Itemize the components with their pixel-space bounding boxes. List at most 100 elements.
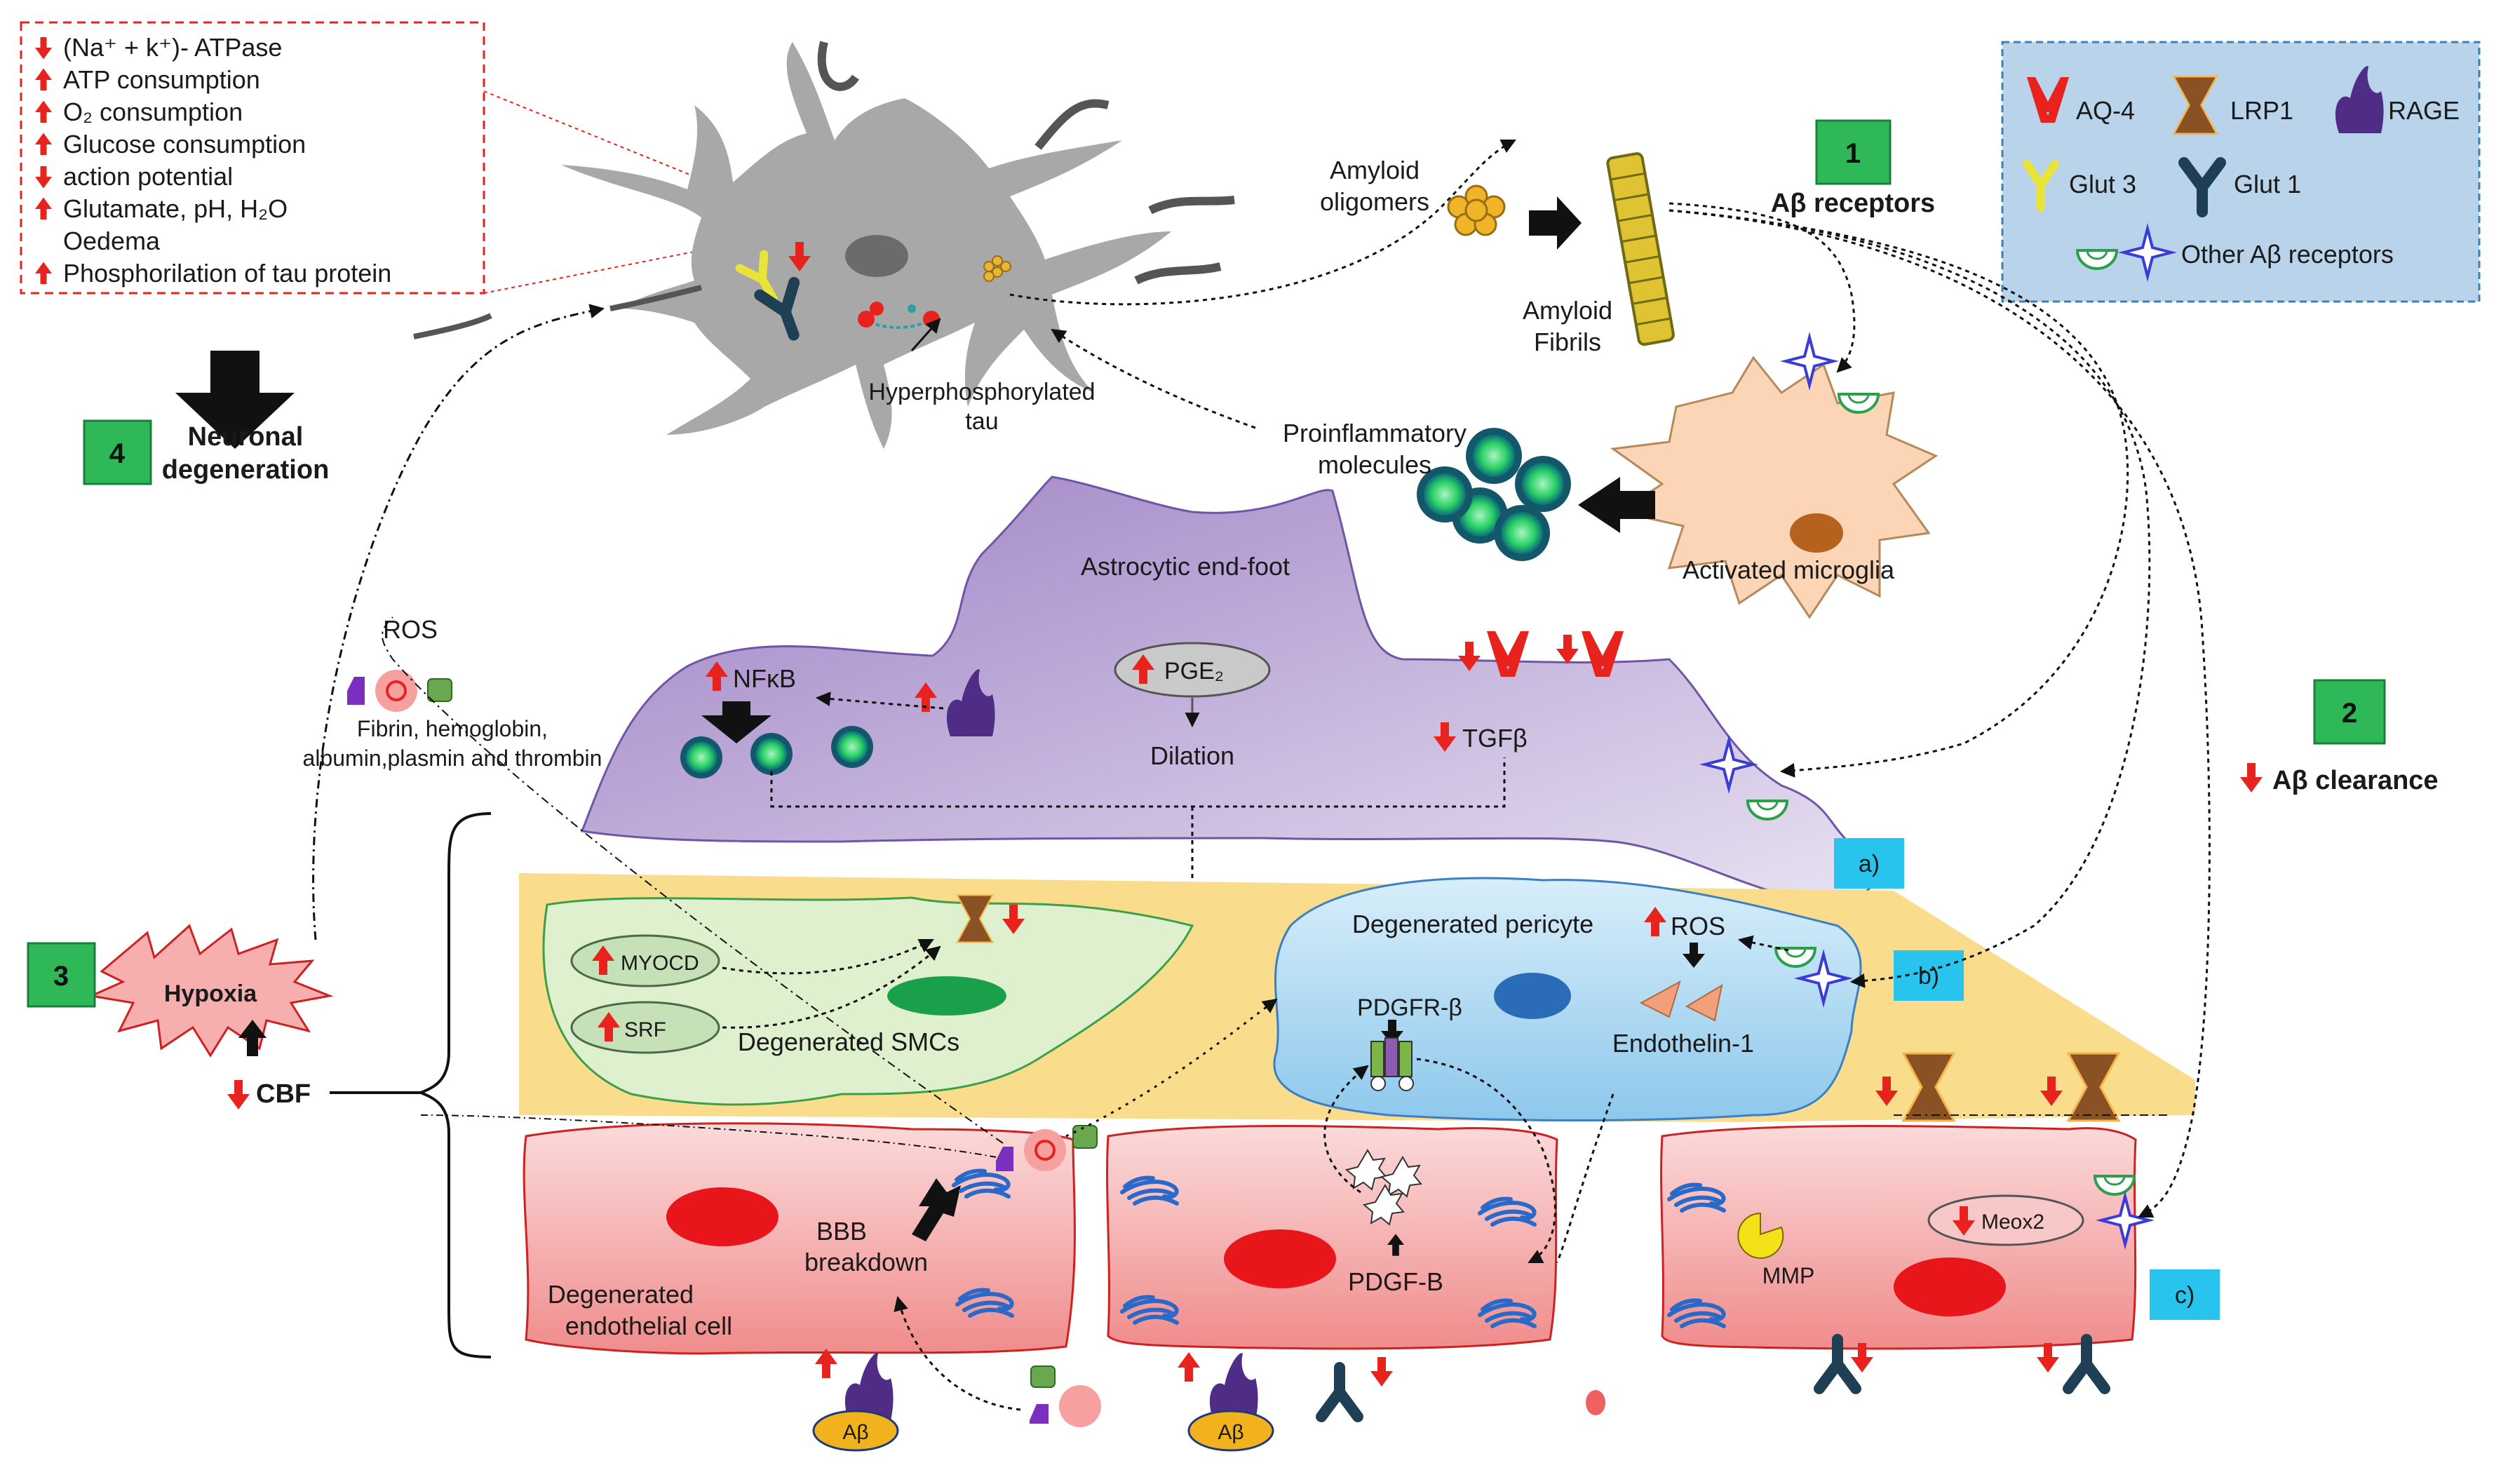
step-2: 2 Aβ clearance (2240, 679, 2439, 795)
step-4-label-line1: Neuronal (188, 422, 304, 452)
proteins-to-pericyte-path (1065, 998, 1278, 1138)
step-1-label: Aβ receptors (1771, 189, 1935, 218)
legend-glut1-label: Glut 1 (2234, 170, 2301, 198)
fibril-to-endfoot-path (1669, 209, 2129, 778)
deg-endo-label-2: endothelial cell (565, 1311, 732, 1340)
meox2-label: Meox2 (1981, 1210, 2044, 1234)
neuron-to-oligomer-path (1009, 139, 1516, 306)
deg-endo-label-1: Degenerated (548, 1280, 694, 1309)
bbb-label-1: BBB (816, 1217, 867, 1246)
fibril-to-microglia-path (1669, 202, 1856, 373)
amyloid-oligomers-label-1: Amyloid (1330, 156, 1420, 184)
neuron-oligomer-icon (983, 255, 1011, 282)
pdgfr-to-cell2-path (1416, 1058, 1556, 1264)
hypoxia-label: Hypoxia (164, 980, 257, 1007)
legend-other-label: Other Aβ receptors (2181, 240, 2394, 269)
tag-a-label: a) (1859, 851, 1880, 877)
microglia-to-cytokine-arrow (1578, 477, 1655, 533)
step-3-number: 3 (53, 961, 69, 992)
ros-top-label: ROS (383, 615, 438, 644)
proinflam-label-1: Proinflammatory (1283, 419, 1467, 447)
myocd-label: MYOCD (621, 952, 699, 975)
neuronal-degeneration-arrow (175, 351, 295, 449)
legend-aq4-label: AQ-4 (2076, 96, 2135, 125)
ros-peri-label: ROS (1671, 912, 1725, 940)
fibrin-label-2: albumin,plasmin and thrombin (303, 746, 602, 771)
amyloid-oligomer-cluster (1447, 184, 1506, 236)
symptom-item: O₂ consumption (63, 97, 243, 126)
oligomer-to-fibril-arrow (1529, 196, 1582, 250)
tag-c-label: c) (2175, 1282, 2195, 1309)
deg-pericyte-label: Degenerated pericyte (1352, 910, 1593, 938)
endothelin-label: Endothelin-1 (1612, 1029, 1754, 1058)
step-3: 3 (27, 942, 96, 1008)
proinflam-to-neuron-arrow (1051, 328, 1256, 429)
neuron-nucleus (845, 235, 908, 277)
proinflam-label-2: molecules (1318, 450, 1431, 479)
activated-microglia: Activated microglia (1610, 336, 1939, 619)
bbb-label-2: breakdown (804, 1248, 928, 1276)
pdgfr-label: PDGFR-β (1357, 994, 1462, 1021)
cbf-label: CBF (256, 1079, 311, 1109)
blood-proteins-icon (347, 670, 452, 712)
amyloid-fibril (1606, 152, 1675, 346)
symptom-item: (Na⁺ + k⁺)- ATPase (63, 33, 282, 62)
tau-pointer (910, 318, 941, 351)
step-2-number: 2 (2342, 698, 2357, 729)
tgfb-label: TGFβ (1462, 724, 1528, 753)
proteins-to-ros-path (382, 616, 1004, 1144)
degenerated-pericyte: Degenerated pericyte ROS Endothelin-1 PD… (1273, 877, 1862, 1121)
srf-label: SRF (624, 1018, 666, 1041)
legend: AQ-4 LRP1 RAGE Glut 3 Glut 1 Other Aβ re… (2001, 41, 2481, 303)
pdgfr-receptor-icon (1370, 1037, 1414, 1091)
legend-lrp1-label: LRP1 (2230, 96, 2293, 125)
step-4: 4 Neuronal degeneration (83, 419, 329, 485)
step-4-number: 4 (109, 438, 126, 469)
symptom-item: Glucose consumption (63, 130, 306, 158)
astrocytic-end-foot: Astrocytic end-foot NFκB PGE₂ Dilation T… (580, 475, 1878, 931)
activated-microglia-label: Activated microglia (1683, 555, 1895, 584)
pdgf-loop-path (1556, 1093, 1614, 1263)
pdgf-b-label: PDGF-B (1348, 1267, 1443, 1296)
lumen-proteins (1030, 1365, 1605, 1427)
neuron (413, 41, 1235, 449)
nfkb-arrow (701, 701, 771, 743)
tag-b: b) (1894, 950, 1964, 1001)
symptom-item: Oedema (63, 227, 161, 255)
mmp-icon (1737, 1212, 1784, 1259)
symptom-item: Glutamate, pH, H₂O (63, 194, 288, 223)
endothelin-icon (1639, 980, 1723, 1022)
endothelial-cell-1: BBB breakdown Degenerated endothelial ce… (523, 1122, 1076, 1355)
symptom-item: Phosphorilation of tau protein (63, 259, 391, 288)
abeta-label-2: Aβ (1218, 1421, 1243, 1444)
dilation-label: Dilation (1150, 741, 1234, 770)
legend-rage-label: RAGE (2388, 96, 2460, 125)
pge2-label: PGE₂ (1164, 658, 1224, 684)
amyloid-fibrils-label-1: Amyloid (1523, 296, 1612, 325)
lumen-to-bbb-arrow (894, 1295, 1021, 1411)
legend-glut3-label: Glut 3 (2069, 170, 2136, 198)
mmp-label: MMP (1762, 1263, 1815, 1288)
nfkb-label: NFκB (733, 664, 796, 693)
amyloid-fibrils-label-2: Fibrils (1534, 328, 1601, 356)
endothelial-cell-3: MMP Meox2 (1660, 1125, 2150, 1350)
pdgf-b-stars (1344, 1149, 1422, 1226)
degenerated-smcs: MYOCD SRF Degenerated SMCs (542, 894, 1194, 1106)
tag-c: c) (2150, 1269, 2220, 1320)
hyper-tau-label-1: Hyperphosphorylated (868, 379, 1095, 405)
symptom-item: action potential (63, 162, 233, 191)
step-1: 1 Aβ receptors (1771, 119, 1935, 218)
hypoxia-to-neuron-path (312, 304, 605, 940)
astro-endfoot-label: Astrocytic end-foot (1081, 552, 1290, 581)
hypoxia-burst: Hypoxia (87, 924, 334, 1058)
step-1-number: 1 (1845, 138, 1861, 169)
abeta-label-1: Aβ (842, 1421, 868, 1444)
fibril-to-pericyte-path (1669, 209, 2151, 988)
pdgfb-to-pdgfr-path (1323, 1065, 1369, 1194)
luminal-receptors: Aβ Aβ (812, 1340, 2105, 1452)
tag-a: a) (1834, 838, 1904, 889)
hyper-tau-label-2: tau (965, 408, 998, 435)
